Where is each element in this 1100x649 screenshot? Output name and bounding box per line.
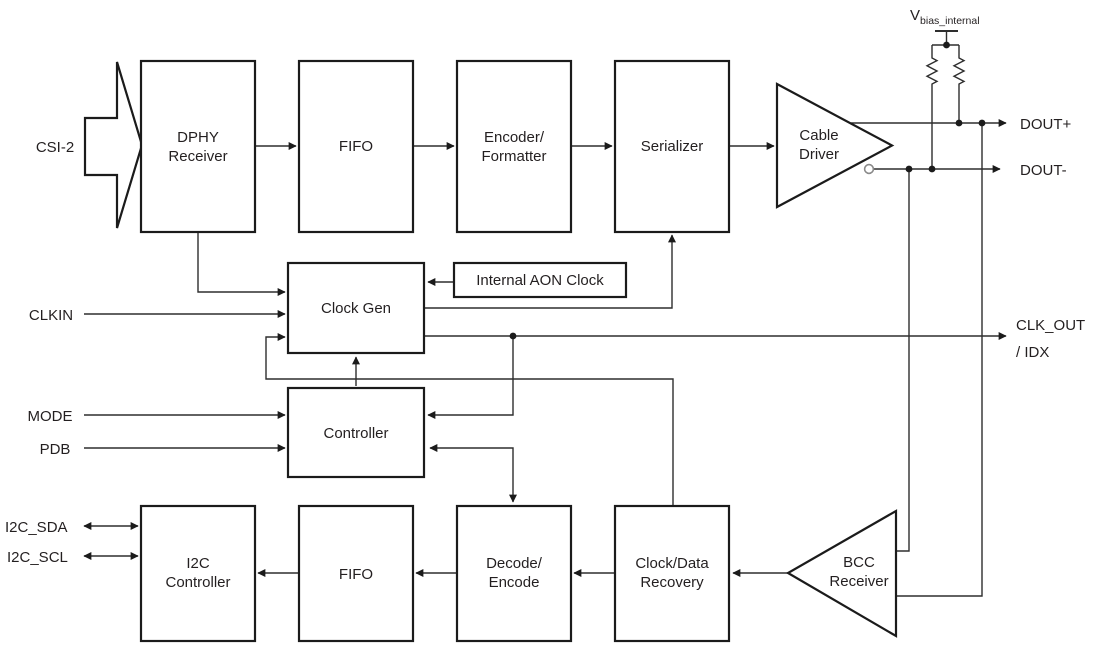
- pin-csi2: CSI-2: [36, 139, 74, 156]
- serializer-label: Serializer: [641, 138, 704, 155]
- vbias-main: V: [910, 7, 920, 24]
- junction-clkout-branch: [509, 332, 517, 340]
- junction-dots: [509, 41, 986, 340]
- wire-doutminus-to-bcc: [896, 169, 910, 552]
- pin-clk-out: CLK_OUT: [1016, 317, 1085, 334]
- encoder-label-line2: Formatter: [481, 148, 546, 165]
- cable-driver-label-line2: Driver: [799, 146, 839, 163]
- blocks: DPHY Receiver FIFO Encoder/ Formatter Se…: [83, 59, 898, 643]
- block-fifo-bottom: [297, 504, 415, 643]
- encoder-label-line1: Encoder/: [484, 129, 545, 146]
- pin-mode: MODE: [28, 408, 73, 425]
- pin-dout-minus: DOUT-: [1020, 162, 1067, 179]
- bcc-label-line1: BCC: [843, 554, 875, 571]
- wire-doutplus-to-bcc: [896, 123, 983, 597]
- wire-clockgen-to-serializer: [424, 234, 676, 309]
- i2c-label-line2: Controller: [165, 574, 230, 591]
- decode-label-line2: Encode: [489, 574, 540, 591]
- pin-i2c-scl: I2C_SCL: [7, 549, 68, 566]
- block-controller: [286, 386, 426, 479]
- wire-clk-branch-to-controller: [427, 336, 514, 419]
- controller-label: Controller: [323, 425, 388, 442]
- block-internal-aon-clock: [452, 261, 628, 299]
- bcc-label-line2: Receiver: [829, 573, 888, 590]
- pin-clkin: CLKIN: [29, 307, 73, 324]
- resistor-left: [925, 45, 939, 169]
- junction-doutminus-resistor: [928, 165, 936, 173]
- vbias-subscript: bias_internal: [920, 15, 980, 27]
- inverter-bubble: [863, 163, 875, 175]
- resistor-right: [952, 45, 966, 123]
- csi2-bus-arrow: [83, 61, 144, 229]
- pin-i2c-sda: I2C_SDA: [5, 519, 68, 536]
- block-cable-driver: [775, 82, 895, 209]
- wire-dphy-to-clockgen: [197, 232, 286, 296]
- block-bcc-receiver: [785, 509, 898, 638]
- block-decode-encode: [455, 504, 573, 643]
- clock-gen-label: Clock Gen: [321, 300, 391, 317]
- wire-controller-decode-bidir: [429, 444, 517, 503]
- cable-driver-label-line1: Cable: [799, 127, 838, 144]
- cdr-label-line1: Clock/Data: [635, 555, 709, 572]
- junction-doutplus-resistor: [955, 119, 963, 127]
- aon-clock-label: Internal AON Clock: [476, 272, 604, 289]
- block-serializer: [613, 59, 731, 234]
- block-encoder-formatter: [455, 59, 573, 234]
- dphy-label-line2: Receiver: [168, 148, 227, 165]
- block-clock-data-recovery: [613, 504, 731, 643]
- junction-doutminus-tap: [905, 165, 913, 173]
- pin-idx: / IDX: [1016, 344, 1049, 361]
- block-fifo-top: [297, 59, 415, 234]
- pin-labels: CSI-2 CLKIN MODE PDB I2C_SDA I2C_SCL DOU…: [5, 7, 1085, 566]
- pin-pdb: PDB: [40, 441, 71, 458]
- pin-dout-plus: DOUT+: [1020, 116, 1071, 133]
- cdr-label-line2: Recovery: [640, 574, 704, 591]
- fifo-bottom-label: FIFO: [339, 566, 373, 583]
- fifo-top-label: FIFO: [339, 138, 373, 155]
- dphy-label-line1: DPHY: [177, 129, 219, 146]
- block-clock-gen: [286, 261, 426, 355]
- junction-vbias: [943, 41, 950, 49]
- decode-label-line1: Decode/: [486, 555, 543, 572]
- wires: [83, 30, 1007, 597]
- i2c-label-line1: I2C: [186, 555, 210, 572]
- junction-doutplus-tap: [978, 119, 986, 127]
- block-i2c-controller: [139, 504, 257, 643]
- block-dphy-receiver: [139, 59, 257, 234]
- wire-cdr-feedback-to-clockgen: [265, 333, 674, 505]
- pin-vbias-internal: Vbias_internal: [910, 7, 980, 27]
